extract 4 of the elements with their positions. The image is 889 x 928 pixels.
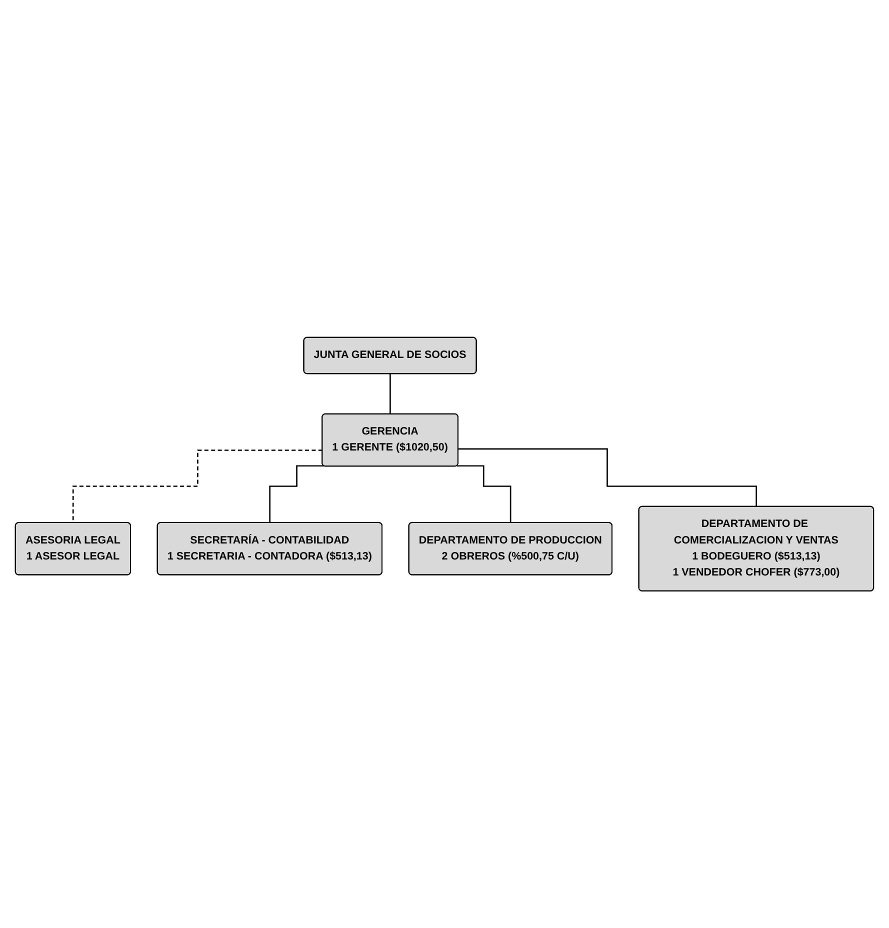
connector [458, 448, 758, 508]
connector [269, 465, 324, 524]
connector [390, 373, 392, 415]
connector [456, 465, 512, 524]
